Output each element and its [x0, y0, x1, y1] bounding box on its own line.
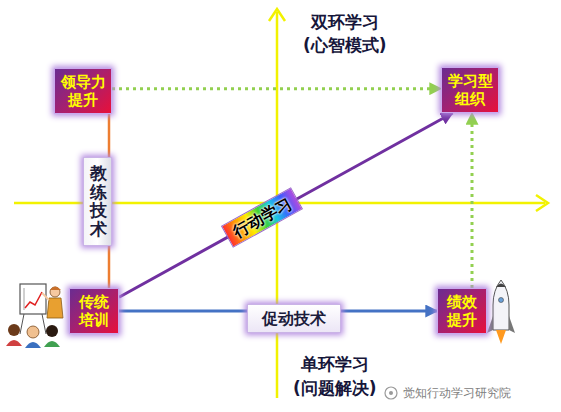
flipchart: [20, 284, 46, 314]
rocket-nose: [496, 284, 506, 288]
connector-arrow: [119, 113, 453, 297]
axis-label: (问题解决): [293, 378, 377, 398]
connector-arrow: [471, 113, 474, 288]
connector-arrow: [112, 87, 441, 90]
audience-body: [6, 340, 22, 346]
process-box: 传统培训: [69, 288, 119, 334]
box-text: 传统培训: [74, 293, 114, 329]
watermark-text: 觉知行动学习研究院: [403, 385, 511, 402]
process-box: 领导力提升: [54, 68, 112, 114]
rocket-illustration: [487, 280, 515, 344]
process-box: 学习型组织: [441, 67, 499, 113]
easel-leg: [20, 314, 24, 334]
easel-leg: [42, 314, 46, 334]
box-text: 绩效提升: [442, 293, 482, 329]
rocket-fin: [487, 316, 493, 333]
edge-label: 教练技术: [83, 157, 112, 246]
audience-head: [8, 324, 20, 336]
axis-arrow: [269, 9, 285, 21]
trainer-arm: [42, 293, 49, 300]
audience-body: [44, 341, 60, 347]
trainer-illustration: [6, 284, 63, 348]
rocket-window: [499, 298, 504, 303]
rocket-body: [493, 280, 509, 330]
audience-head: [46, 325, 58, 337]
trainer-head: [50, 287, 60, 297]
watermark-ring: [385, 387, 397, 399]
trainer-hair: [50, 287, 61, 291]
trainer-body: [47, 298, 63, 318]
axis-label: 单环学习: [301, 354, 369, 374]
audience-body: [25, 342, 41, 348]
chart-line: [25, 292, 42, 308]
axis-label: (心智模式): [303, 35, 387, 55]
box-text: 学习型组织: [446, 72, 494, 108]
axis-arrow: [536, 195, 548, 211]
rocket-fin: [509, 316, 515, 333]
axis-label: 双环学习: [311, 12, 379, 32]
box-text: 领导力提升: [59, 73, 107, 109]
rocket-flame: [496, 330, 506, 344]
audience-head: [27, 326, 39, 338]
process-box: 绩效提升: [437, 288, 487, 334]
watermark-icon: [385, 387, 397, 399]
edge-label: 促动技术: [247, 304, 341, 333]
edge-label: 行动学习: [221, 187, 303, 248]
chart-axis: [24, 288, 25, 310]
watermark-dot: [389, 391, 393, 395]
